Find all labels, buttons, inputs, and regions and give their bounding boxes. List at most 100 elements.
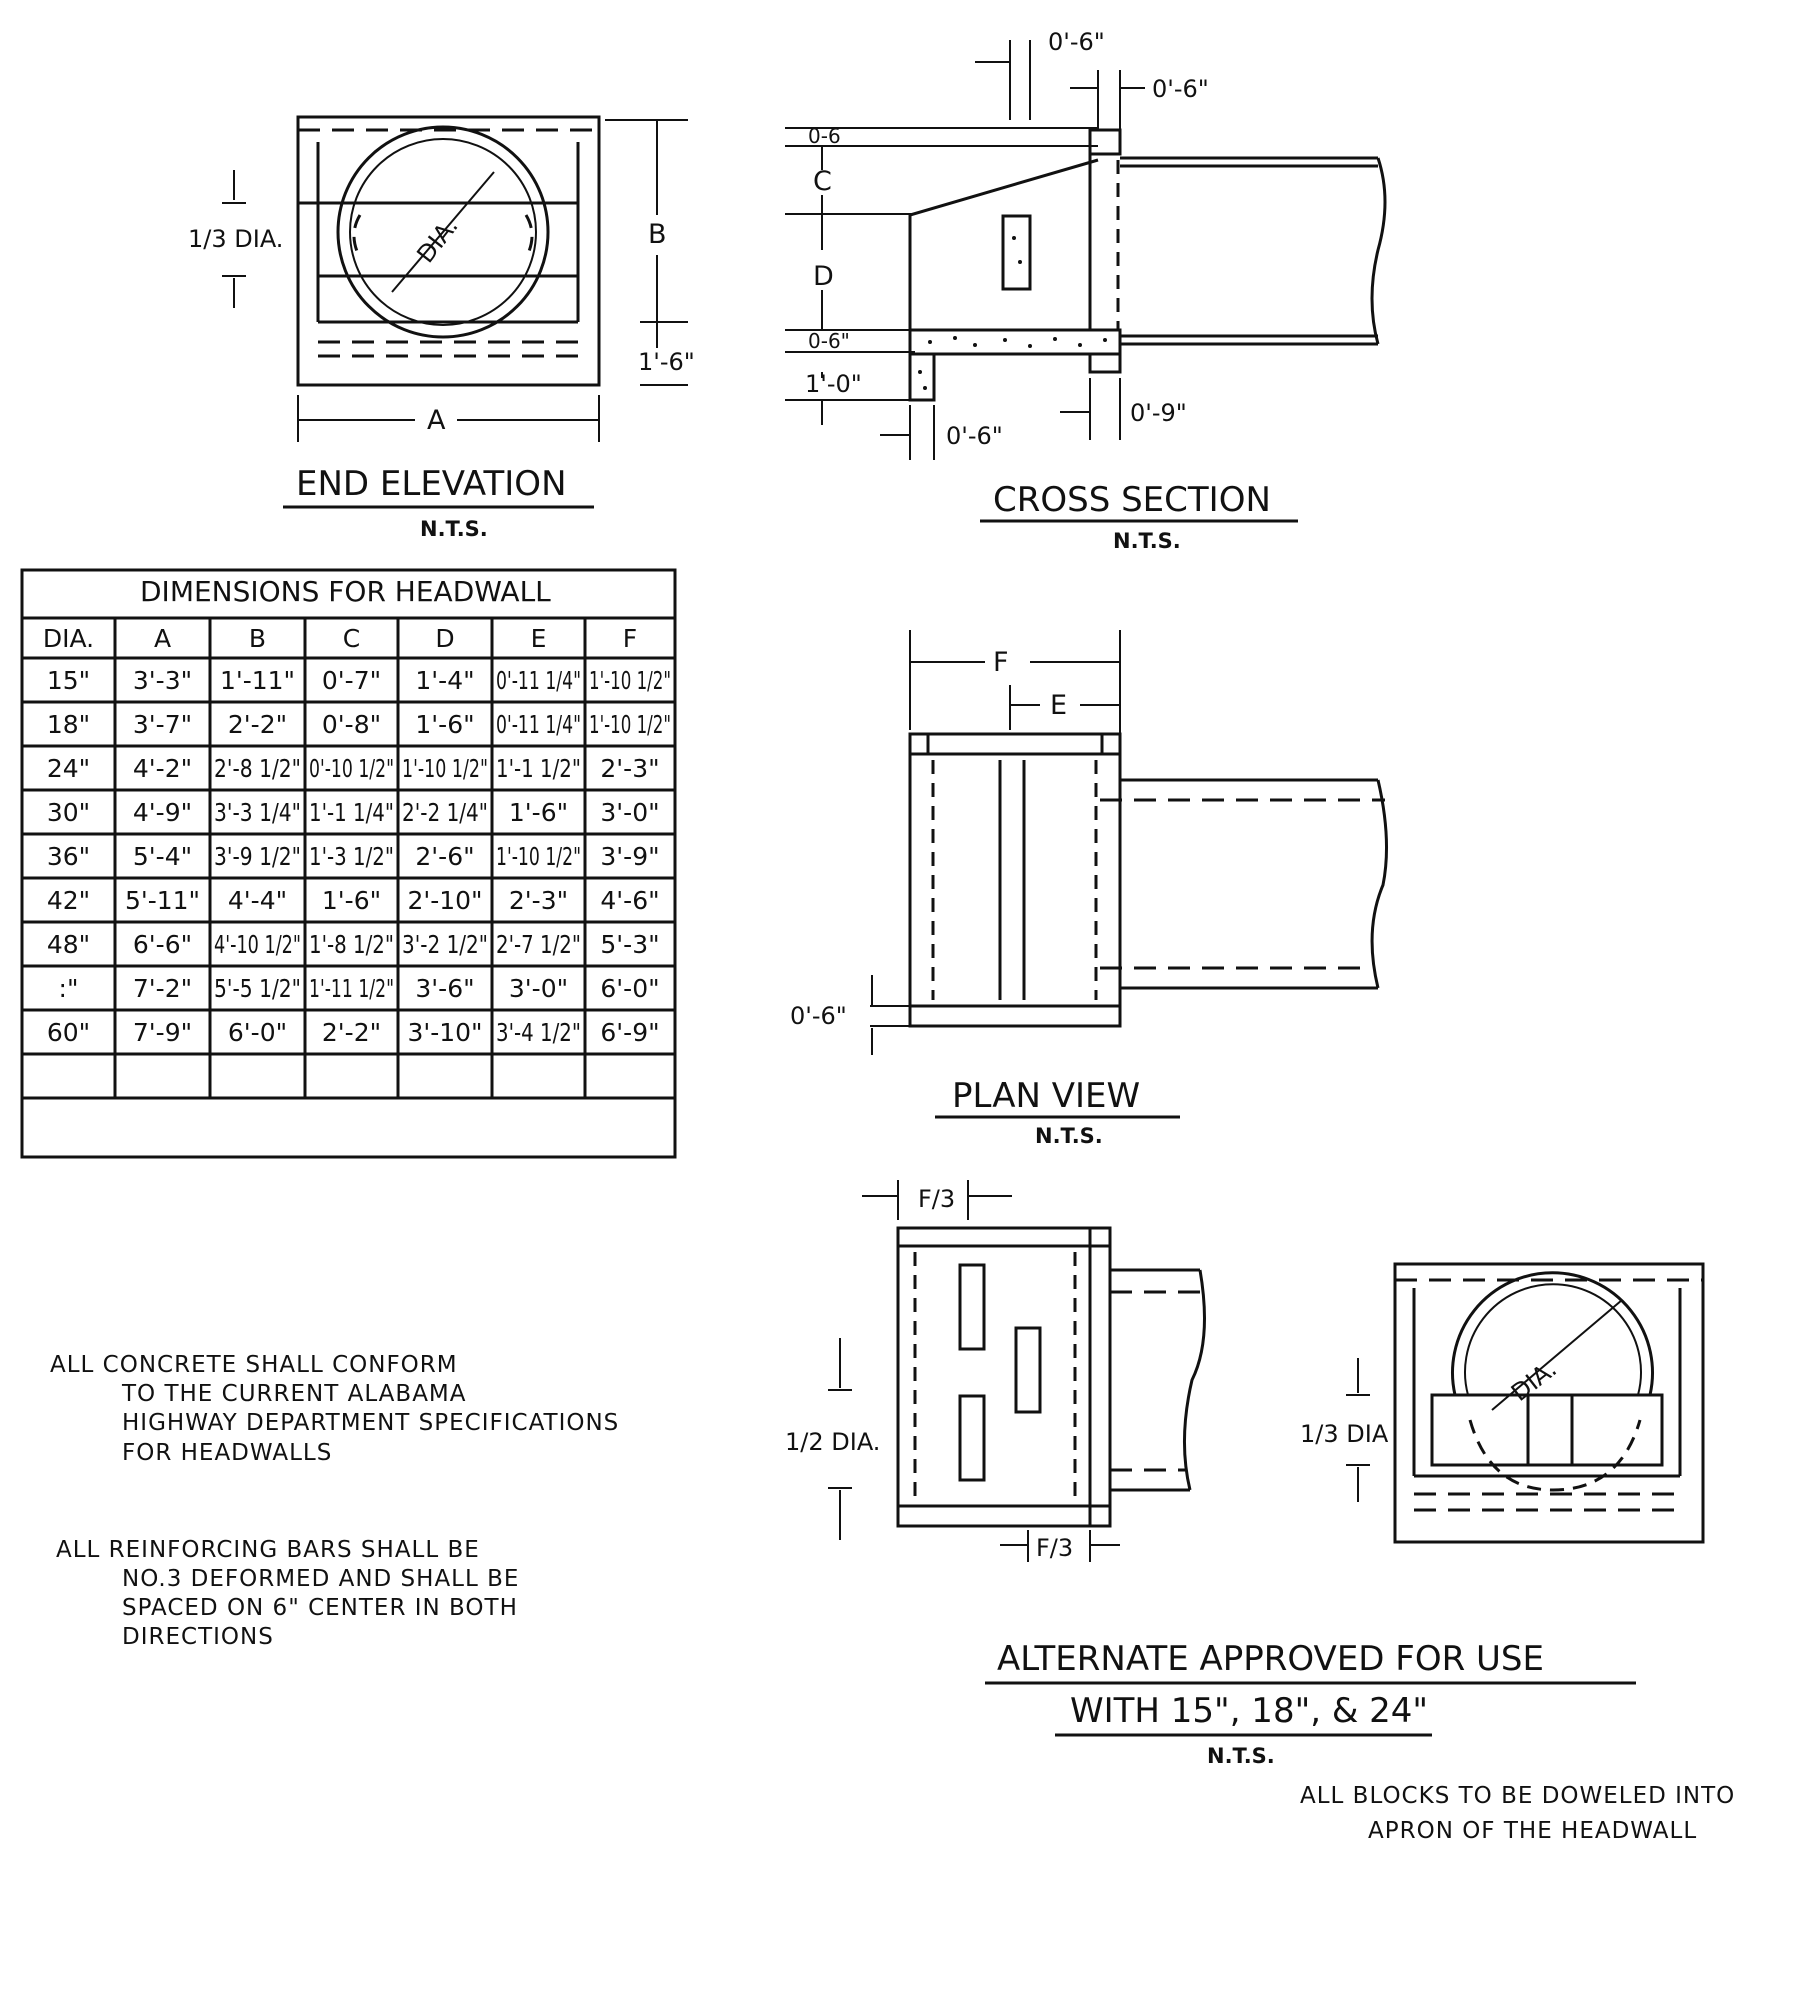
table-header-cell: E [531,624,547,653]
concrete-stipple [918,236,1107,390]
energy-block-3 [958,1394,986,1482]
table-cell: 2'-3" [509,886,568,915]
concrete-note-line-2: TO THE CURRENT ALABAMA [121,1381,467,1407]
table-cell: 0'-11 1/4" [496,710,581,739]
blocks-note-line-1: ALL BLOCKS TO BE DOWELED INTO [1300,1783,1735,1809]
energy-block-2 [1014,1326,1042,1414]
dia-leader [391,171,495,293]
bottom-09-label: 0'-9" [1130,399,1187,427]
table-cell: :" [59,974,79,1003]
table-cell: 3'-9 1/2" [214,842,301,871]
table-cell: 15" [47,666,90,695]
plan-view: F E 0'-6" PLAN VIEW N.T.S. [790,630,1389,1148]
cross-section-view: 0'-6" 0'-6" 0-6 C D 0-6" 1'-0" [785,28,1387,553]
table-cell: 1'-1 1/2" [496,754,581,783]
alternate-title-block: ALTERNATE APPROVED FOR USE WITH 15", 18"… [985,1639,1735,1844]
alt-dia-label: DIA. [1506,1355,1562,1407]
table-cell: 3'-0" [509,974,568,1003]
pipe-outer-circle [336,125,550,339]
table-cell: 0'-10 1/2" [309,754,394,783]
table-header-cell: C [343,624,360,653]
table-cell: 3'-6" [415,974,474,1003]
plan-pipe-break [1370,779,1389,989]
table-cell: 4'-2" [133,754,192,783]
a-label: A [427,405,446,436]
half-dia-label: 1/2 DIA. [785,1428,880,1456]
table-cell: 4'-10 1/2" [214,930,301,959]
alt-elev-outline [1393,1262,1705,1544]
table-cell: 5'-3" [600,930,659,959]
end-elevation-view: 1/3 DIA. DIA. B 1'-6" A END ELEVATION N.… [188,115,695,541]
alternate-end-elevation: DIA. 1/3 DIA [1300,1262,1705,1544]
table-cell: 1'-6" [415,710,474,739]
rebar-note-line-3: SPACED ON 6" CENTER IN BOTH [122,1595,518,1621]
plan-view-scale: N.T.S. [1035,1124,1103,1148]
blocks-note-line-2: APRON OF THE HEADWALL [1368,1818,1697,1844]
alternate-scale: N.T.S. [1207,1744,1275,1768]
alt-pipe-break [1182,1269,1206,1491]
table-cell: 5'-4" [133,842,192,871]
pipe-hidden-arcs [352,214,534,259]
alternate-plan-view: F/3 1/2 DIA. F/3 [785,1180,1206,1562]
table-title: DIMENSIONS FOR HEADWALL [140,575,551,608]
table-cell: 1'-10 1/2" [589,666,671,695]
table-cell: 1'-3 1/2" [309,842,394,871]
f-label: F [993,647,1009,678]
c-label: C [813,166,832,197]
apron-label: 1'-6" [638,348,695,376]
concrete-note-line-1: ALL CONCRETE SHALL CONFORM [50,1352,458,1378]
left-06-bottom-label: 0-6" [808,329,850,353]
table-cell: 0'-11 1/4" [496,666,581,695]
alt-elev-pipe-inner [1464,1283,1642,1396]
table-cell: 0'-7" [322,666,381,695]
table-cell: 3'-3" [133,666,192,695]
table-cell: 6'-6" [133,930,192,959]
apron-slab [908,328,1122,356]
table-cell: 2'-2" [228,710,287,739]
table-cell: 48" [47,930,90,959]
table-cell: 6'-0" [600,974,659,1003]
f3-bottom-label: F/3 [1036,1534,1073,1562]
rebar-note-line-2: NO.3 DEFORMED AND SHALL BE [122,1566,519,1592]
plan-outline [908,732,1122,1028]
general-notes: ALL CONCRETE SHALL CONFORM TO THE CURREN… [50,1352,619,1650]
table-cell: 1'-6" [509,798,568,827]
table-cell: 3'-7" [133,710,192,739]
d-label: D [813,261,834,292]
table-cell: 36" [47,842,90,871]
f3-top-label: F/3 [918,1185,955,1213]
table-header-cell: DIA. [43,624,94,653]
cross-section-title: CROSS SECTION [993,480,1271,520]
top-06-label: 0'-6" [1048,28,1105,56]
table-cell: 3'-10" [407,1018,482,1047]
table-cell: 1'-11" [220,666,295,695]
table-cell: 7'-9" [133,1018,192,1047]
concrete-note-line-3: HIGHWAY DEPARTMENT SPECIFICATIONS [122,1410,619,1436]
table-header-cell: B [249,624,266,653]
headwall-outline [296,115,601,387]
table-cell: 0'-8" [322,710,381,739]
table-cell: 3'-4 1/2" [496,1018,581,1047]
table-cell: 2'-8 1/2" [214,754,301,783]
weep-block [1001,214,1032,291]
table-cell: 18" [47,710,90,739]
right-06-label: 0'-6" [1152,75,1209,103]
table-header-cell: D [435,624,454,653]
alt-plan-outline [896,1226,1112,1528]
table-cell: 2'-2 1/4" [402,798,488,827]
table-cell: 60" [47,1018,90,1047]
alternate-title-line-1: ALTERNATE APPROVED FOR USE [997,1639,1544,1679]
alt-dia-leader [1491,1299,1623,1411]
end-elevation-title: END ELEVATION [296,464,567,504]
table-cell: 1'-10 1/2" [496,842,581,871]
alt-elev-blocks [1430,1393,1664,1467]
table-cell: 42" [47,886,90,915]
table-cell: 6'-0" [228,1018,287,1047]
table-header-cell: F [623,624,637,653]
table-cell: 4'-9" [133,798,192,827]
table-cell: 6'-9" [600,1018,659,1047]
left-10-label: 1'-0" [805,370,862,398]
table-cell: 2'-2" [322,1018,381,1047]
table-cell: 1'-10 1/2" [402,754,488,783]
